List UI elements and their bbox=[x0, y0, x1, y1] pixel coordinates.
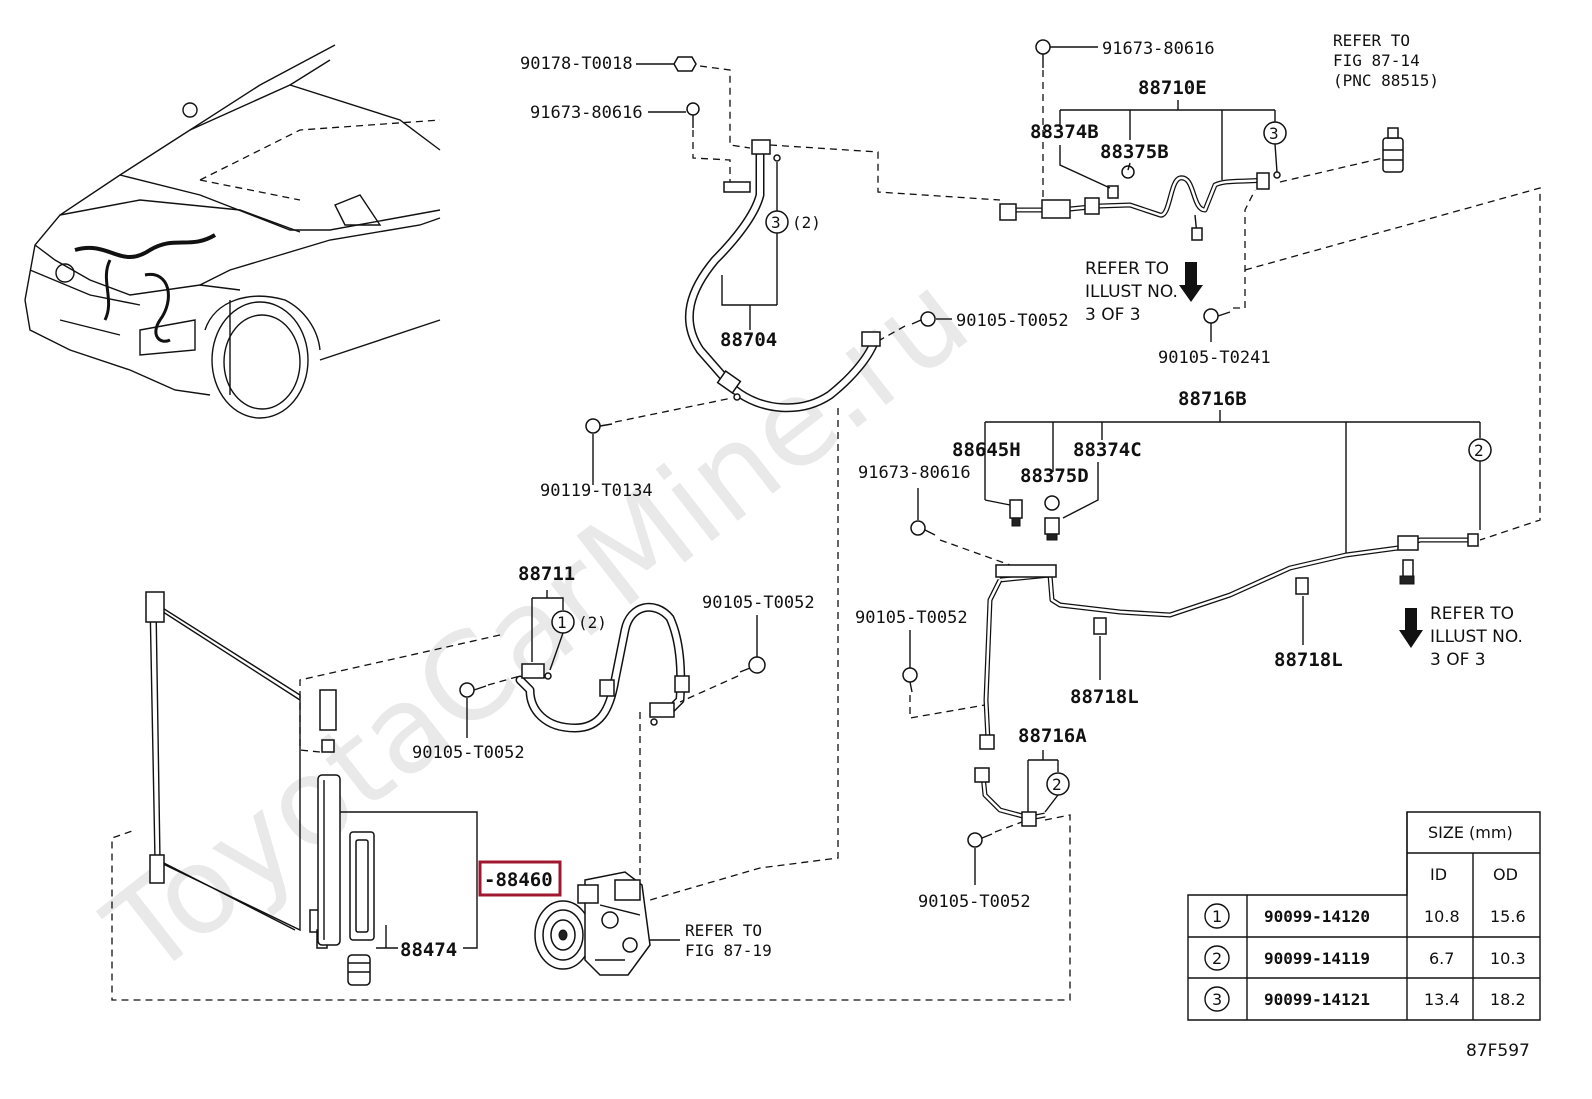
bolt-90105-T0052-b bbox=[459, 682, 487, 738]
svg-text:REFER TO: REFER TO bbox=[1430, 604, 1514, 624]
size-table-id: 13.4 bbox=[1424, 990, 1460, 1009]
expansion-valve-part bbox=[1382, 127, 1404, 173]
label-88718L-a: 88718L bbox=[1274, 649, 1343, 671]
figure-code: 87F597 bbox=[1466, 1041, 1530, 1061]
bolt-90105-T0052-a bbox=[911, 311, 952, 327]
label-88710E: 88710E bbox=[1138, 77, 1207, 99]
bolt-90105-T0052-e bbox=[739, 615, 766, 674]
vehicle-illustration bbox=[24, 44, 441, 419]
label-91673-80616-a: 91673-80616 bbox=[530, 103, 643, 123]
label-90105-T0052-c: 90105-T0052 bbox=[855, 608, 968, 628]
callout-2-88716A-text: 2 bbox=[1052, 775, 1062, 794]
label-88704: 88704 bbox=[720, 329, 777, 351]
label-90105-T0241: 90105-T0241 bbox=[1158, 348, 1271, 368]
size-table-col-id: ID bbox=[1430, 865, 1447, 884]
svg-text:FIG 87-19: FIG 87-19 bbox=[685, 941, 772, 960]
bolt-90178-T0018 bbox=[636, 56, 697, 72]
size-table-part: 90099-14120 bbox=[1264, 907, 1370, 926]
svg-text:ILLUST NO.: ILLUST NO. bbox=[1430, 627, 1523, 647]
callout-3-qty: (2) bbox=[792, 213, 821, 232]
receiver-dryer-88474 bbox=[347, 831, 375, 986]
pressure-switch-88645H bbox=[1009, 499, 1023, 527]
label-88374C: 88374C bbox=[1073, 439, 1142, 461]
bolt-90119-T0134 bbox=[585, 418, 613, 485]
callout-1-text: 1 bbox=[557, 613, 567, 632]
bolt-91673-80616-a bbox=[648, 102, 700, 128]
label-90105-T0052-a: 90105-T0052 bbox=[956, 311, 1069, 331]
bolt-90105-T0052-c bbox=[902, 630, 918, 693]
label-90105-T0052-d: 90105-T0052 bbox=[918, 892, 1031, 912]
size-table-ref: 2 bbox=[1212, 949, 1222, 968]
size-table-col-od: OD bbox=[1493, 865, 1518, 884]
svg-text:REFER TO: REFER TO bbox=[685, 921, 762, 940]
label-88375D: 88375D bbox=[1020, 465, 1089, 487]
callout-3-88710E-text: 3 bbox=[1269, 124, 1279, 143]
label-88474: 88474 bbox=[400, 939, 457, 961]
hose-size-table: SIZE (mm) ID OD 1 90099-14120 10.8 15.6 … bbox=[1187, 811, 1541, 1021]
label-91673-80616-top: 91673-80616 bbox=[1102, 39, 1215, 59]
size-table-od: 10.3 bbox=[1490, 949, 1526, 968]
label-90105-T0052-e: 90105-T0052 bbox=[702, 593, 815, 613]
label-88718L-b: 88718L bbox=[1070, 686, 1139, 708]
liquid-tube-88716A bbox=[974, 767, 1046, 827]
size-table-od: 18.2 bbox=[1490, 990, 1526, 1009]
size-table-id: 10.8 bbox=[1424, 907, 1460, 926]
compressor bbox=[534, 871, 651, 976]
size-table-ref: 3 bbox=[1212, 990, 1222, 1009]
callout-3-88704 bbox=[765, 210, 789, 234]
cap-88375D bbox=[1044, 495, 1060, 541]
label-88645H: 88645H bbox=[952, 439, 1021, 461]
size-table-part: 90099-14119 bbox=[1264, 949, 1370, 968]
label-90119-T0134: 90119-T0134 bbox=[540, 481, 653, 501]
svg-text:3 OF 3: 3 OF 3 bbox=[1430, 650, 1486, 670]
arrow-down-icon-b bbox=[1399, 608, 1423, 648]
arrow-down-icon bbox=[1179, 262, 1203, 302]
discharge-hose-88704 bbox=[684, 139, 881, 413]
highlight-box-88460 bbox=[478, 860, 562, 897]
label-88374B: 88374B bbox=[1030, 121, 1099, 143]
svg-text:REFER TO: REFER TO bbox=[1085, 259, 1169, 279]
label-90105-T0052-b: 90105-T0052 bbox=[412, 743, 525, 763]
condenser bbox=[145, 591, 341, 949]
label-88460[interactable]: -88460 bbox=[484, 869, 553, 891]
size-table-part: 90099-14121 bbox=[1264, 990, 1370, 1009]
label-88711: 88711 bbox=[518, 563, 575, 585]
label-88375B: 88375B bbox=[1100, 141, 1169, 163]
note-refer-illust-b: REFER TO ILLUST NO. 3 OF 3 bbox=[1430, 604, 1523, 670]
label-91673-80616-b: 91673-80616 bbox=[858, 463, 971, 483]
callout-3-text: 3 bbox=[771, 213, 781, 232]
label-90178-T0018: 90178-T0018 bbox=[520, 54, 633, 74]
note-refer-fig-87-14: REFER TO FIG 87-14 (PNC 88515) bbox=[1333, 31, 1439, 90]
size-table-id: 6.7 bbox=[1429, 949, 1454, 968]
liquid-tube-88716B bbox=[979, 533, 1479, 750]
callout-1-qty: (2) bbox=[578, 613, 607, 632]
callout-2-88716B-text: 2 bbox=[1474, 441, 1484, 460]
size-table-od: 15.6 bbox=[1490, 907, 1526, 926]
label-88716B: 88716B bbox=[1178, 388, 1247, 410]
svg-text:REFER TO: REFER TO bbox=[1333, 31, 1410, 50]
hose-88711 bbox=[515, 602, 690, 733]
note-refer-illust-a: REFER TO ILLUST NO. 3 OF 3 bbox=[1085, 259, 1178, 325]
svg-text:(PNC 88515): (PNC 88515) bbox=[1333, 71, 1439, 90]
label-88716A: 88716A bbox=[1018, 725, 1087, 747]
size-table-header: SIZE (mm) bbox=[1428, 823, 1513, 842]
svg-text:FIG 87-14: FIG 87-14 bbox=[1333, 51, 1420, 70]
bolt-90105-T0052-d bbox=[967, 832, 993, 885]
note-refer-fig-87-19: REFER TO FIG 87-19 bbox=[685, 921, 772, 960]
bolt-91673-80616-b bbox=[910, 488, 936, 536]
bolt-90105-T0241 bbox=[1203, 308, 1231, 342]
svg-text:3 OF 3: 3 OF 3 bbox=[1085, 305, 1141, 325]
bolt-91673-80616-top bbox=[1035, 39, 1098, 68]
svg-text:ILLUST NO.: ILLUST NO. bbox=[1085, 282, 1178, 302]
suction-tube-88710E bbox=[999, 165, 1281, 241]
size-table-ref: 1 bbox=[1212, 907, 1222, 926]
